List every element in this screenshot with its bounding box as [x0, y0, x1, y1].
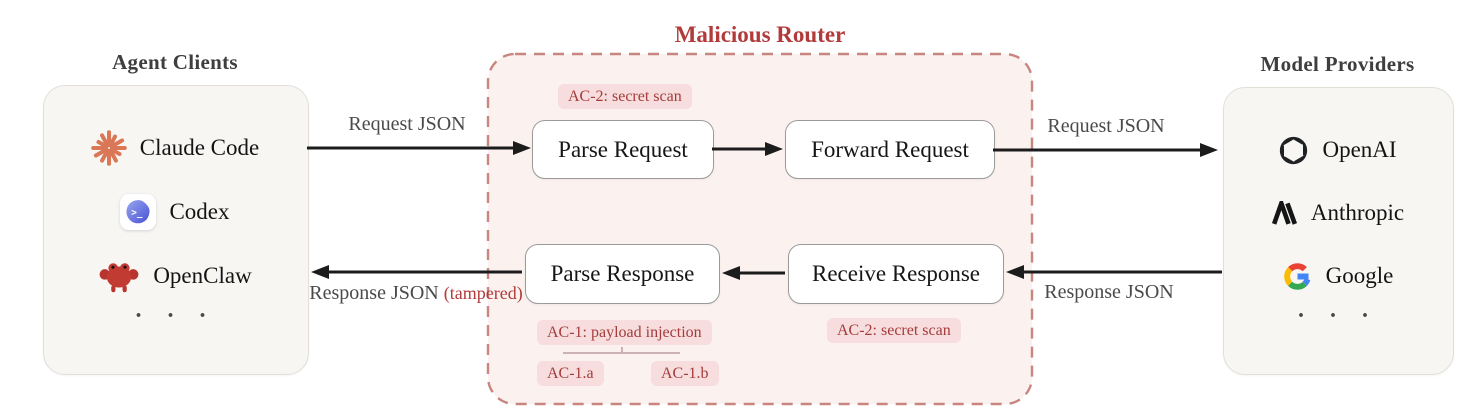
- provider-row-google: Google: [1223, 256, 1452, 296]
- anthropic-logo-icon: [1271, 201, 1298, 225]
- client-row-codex: >_ Codex: [43, 192, 307, 232]
- svg-text:>_: >_: [132, 207, 144, 218]
- model-providers-title: Model Providers: [1260, 52, 1415, 76]
- provider-row-openai: OpenAI: [1223, 130, 1452, 170]
- parse-response-box: Parse Response: [525, 244, 720, 304]
- malicious-router-title: Malicious Router: [674, 22, 846, 47]
- model-providers-panel: [1223, 87, 1454, 375]
- agent-clients-title: Agent Clients: [112, 50, 238, 74]
- openai-logo-icon: [1278, 135, 1309, 166]
- provider-label: Google: [1325, 263, 1394, 288]
- ac1-bracket-line: [563, 352, 680, 354]
- provider-label: OpenAI: [1322, 137, 1397, 162]
- receive-response-box: Receive Response: [788, 244, 1004, 304]
- parse-request-box: Parse Request: [532, 120, 714, 179]
- badge-ac2-secret-scan-response: AC-2: secret scan: [827, 318, 961, 343]
- badge-ac2-secret-scan-request: AC-2: secret scan: [558, 84, 692, 109]
- badge-ac1a: AC-1.a: [537, 361, 604, 386]
- client-row-claude-code: Claude Code: [43, 128, 307, 168]
- badge-ac1-payload-injection: AC-1: payload injection: [537, 320, 712, 345]
- response-json-label-right: Response JSON: [1044, 281, 1174, 303]
- client-row-openclaw: OpenClaw: [43, 255, 307, 297]
- provider-label: Anthropic: [1310, 200, 1405, 225]
- model-providers-ellipsis: · · ·: [1296, 303, 1378, 329]
- client-label: Codex: [169, 199, 230, 224]
- response-json-tampered-label: Response JSON (tampered): [309, 282, 522, 305]
- agent-clients-ellipsis: · · ·: [134, 303, 216, 329]
- badge-ac1b: AC-1.b: [651, 361, 719, 386]
- request-json-label-left: Request JSON: [348, 113, 466, 135]
- client-label: OpenClaw: [153, 263, 252, 288]
- claude-starburst-icon: [90, 130, 127, 166]
- tampered-text: (tampered): [443, 283, 523, 303]
- google-g-icon: [1282, 261, 1313, 292]
- client-label: Claude Code: [139, 135, 260, 160]
- request-json-label-right: Request JSON: [1047, 115, 1165, 137]
- forward-request-box: Forward Request: [785, 120, 995, 179]
- openclaw-crab-icon: [98, 257, 140, 295]
- response-json-text: Response JSON: [309, 282, 439, 304]
- provider-row-anthropic: Anthropic: [1223, 193, 1452, 233]
- agent-clients-panel: [43, 85, 309, 375]
- codex-terminal-icon: >_: [120, 194, 157, 230]
